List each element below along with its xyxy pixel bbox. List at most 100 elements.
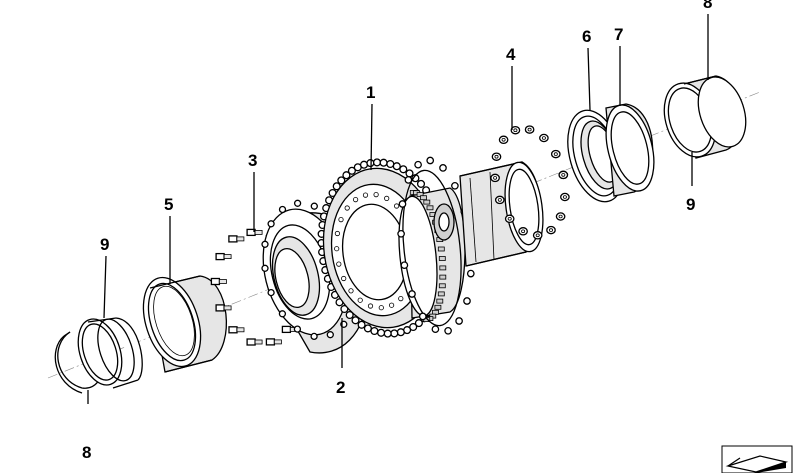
- bolt: [265, 338, 282, 346]
- gear-tooth: [377, 328, 386, 337]
- nut-body: [550, 149, 561, 159]
- nut-hole: [513, 128, 518, 133]
- nut: [504, 214, 515, 224]
- flange-hole: [310, 202, 318, 210]
- hub-hole: [463, 297, 471, 305]
- nut-hole: [549, 228, 554, 232]
- spline-tooth: [426, 205, 434, 211]
- gear-tooth: [345, 310, 354, 320]
- nut-hole: [553, 152, 558, 156]
- bolt-shank: [254, 339, 263, 345]
- spline-tooth: [438, 283, 446, 289]
- gear-tooth: [399, 165, 408, 174]
- bolt-head: [210, 277, 221, 286]
- gear-tooth: [386, 159, 395, 169]
- bolt: [215, 304, 232, 312]
- flange-hole: [278, 205, 287, 214]
- nut-body: [518, 227, 528, 236]
- gear-tooth: [414, 319, 423, 328]
- gear-hole: [384, 195, 390, 201]
- nut: [498, 135, 509, 145]
- flange-hole: [261, 264, 269, 272]
- bolt-shank: [223, 305, 232, 311]
- hub-hole: [466, 269, 475, 278]
- flange-hole: [267, 288, 275, 297]
- nut: [490, 173, 500, 183]
- flange-hole: [293, 325, 302, 333]
- flange-hole: [310, 332, 318, 341]
- nut: [518, 227, 528, 236]
- hub-hole: [431, 325, 440, 334]
- gear-hole: [398, 295, 404, 302]
- nut: [539, 133, 549, 143]
- nut-hole: [558, 214, 563, 219]
- hub-hole: [426, 156, 435, 165]
- nut-hole: [521, 229, 526, 234]
- bolt-head: [265, 338, 276, 346]
- nut: [510, 125, 521, 135]
- bolt-head: [215, 252, 225, 261]
- flange-hole: [267, 220, 275, 228]
- nut-hole: [501, 138, 506, 142]
- hub-hole: [400, 261, 409, 270]
- gear-tooth: [347, 166, 356, 175]
- callout-8-left: 8: [82, 443, 91, 462]
- bolt-shank: [236, 236, 245, 242]
- gear-hole: [378, 305, 384, 311]
- spline-tooth: [436, 298, 444, 304]
- gear-hole: [393, 203, 400, 209]
- gear-hole: [344, 205, 350, 211]
- hub-hole: [398, 200, 407, 208]
- bolt: [210, 277, 227, 286]
- sleeve-ring-left: [77, 317, 143, 389]
- nut-hole: [507, 217, 512, 221]
- bolt-head: [246, 338, 256, 346]
- nut-body: [498, 135, 509, 145]
- nut-body: [524, 125, 535, 134]
- nut-hole: [561, 173, 566, 177]
- bearing-cup: [605, 103, 655, 197]
- hub-hole: [418, 312, 427, 321]
- bolt: [228, 326, 245, 334]
- bolt: [228, 235, 245, 243]
- callout-3: 3: [248, 151, 257, 170]
- bolt: [246, 338, 263, 346]
- gear-tooth: [337, 176, 346, 185]
- gear-tooth: [351, 316, 360, 325]
- hub-hole: [455, 317, 463, 325]
- callout-9-right: 9: [686, 195, 695, 214]
- nut-hole: [541, 136, 546, 140]
- gear-tooth: [370, 326, 379, 336]
- flange-hole: [326, 331, 334, 339]
- cylinder-sleeve: [459, 161, 544, 267]
- nut: [558, 170, 569, 180]
- bolt: [246, 228, 263, 237]
- nut: [494, 195, 505, 205]
- gear-hole: [338, 217, 344, 223]
- callout-6: 6: [582, 27, 591, 46]
- nut: [546, 225, 556, 235]
- hub-hole: [451, 181, 459, 190]
- hub-hole: [439, 164, 447, 172]
- nut-body: [532, 231, 543, 240]
- spline-tooth: [439, 265, 447, 271]
- gear-hole: [367, 303, 374, 309]
- nut: [532, 231, 543, 240]
- nut-body: [504, 214, 515, 224]
- spline-tooth: [437, 291, 445, 297]
- nut: [560, 192, 570, 202]
- callout-7: 7: [614, 25, 623, 44]
- nut-body: [546, 225, 556, 235]
- bolt-head: [228, 326, 238, 334]
- gear-tooth: [342, 171, 351, 180]
- gear-tooth: [359, 160, 369, 169]
- nut-set: [490, 125, 570, 240]
- gear-hole: [336, 261, 342, 267]
- bearing-ring-left: [142, 275, 228, 373]
- hub-hole: [444, 326, 452, 335]
- gear-tooth: [363, 324, 372, 333]
- spline-tooth: [423, 199, 431, 205]
- gear-tooth: [357, 320, 366, 329]
- spline-tooth: [420, 195, 427, 201]
- spline-tooth: [432, 309, 439, 315]
